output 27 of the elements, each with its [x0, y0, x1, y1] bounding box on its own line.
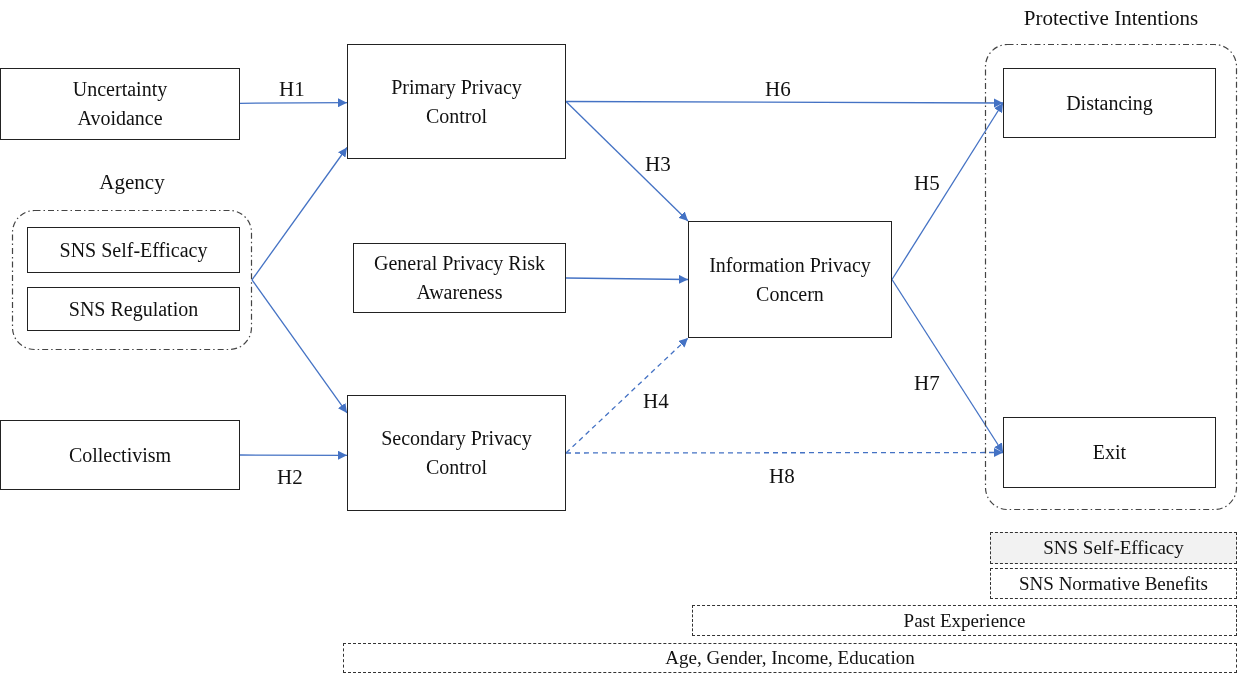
- construct-box: Collectivism: [0, 420, 240, 490]
- arrow: [239, 98, 348, 108]
- construct-box: Distancing: [1003, 68, 1216, 138]
- group-heading: Agency: [98, 170, 166, 195]
- arrow: [565, 337, 689, 454]
- arrow: [565, 98, 1004, 108]
- construct-box: General Privacy Risk Awareness: [353, 243, 566, 313]
- construct-box: Secondary Privacy Control: [347, 395, 566, 511]
- construct-box: Uncertainty Avoidance: [0, 68, 240, 140]
- arrow: [251, 279, 348, 414]
- group-heading: Protective Intentions: [1022, 6, 1200, 31]
- arrow: [565, 447, 1004, 458]
- control-variable-box: Age, Gender, Income, Education: [343, 643, 1237, 673]
- control-variable-box: SNS Self-Efficacy: [990, 532, 1237, 564]
- construct-box: SNS Self-Efficacy: [27, 227, 240, 273]
- control-variable-box: Past Experience: [692, 605, 1237, 636]
- arrow: [565, 274, 689, 284]
- control-variable-box: SNS Normative Benefits: [990, 568, 1237, 599]
- arrow: [239, 450, 348, 460]
- construct-box: Primary Privacy Control: [347, 44, 566, 159]
- arrow: [891, 102, 1004, 281]
- construct-box: Exit: [1003, 417, 1216, 488]
- construct-box: SNS Regulation: [27, 287, 240, 331]
- arrow: [251, 146, 348, 281]
- arrow: [565, 100, 689, 222]
- arrow: [891, 278, 1004, 454]
- construct-box: Information Privacy Concern: [688, 221, 892, 338]
